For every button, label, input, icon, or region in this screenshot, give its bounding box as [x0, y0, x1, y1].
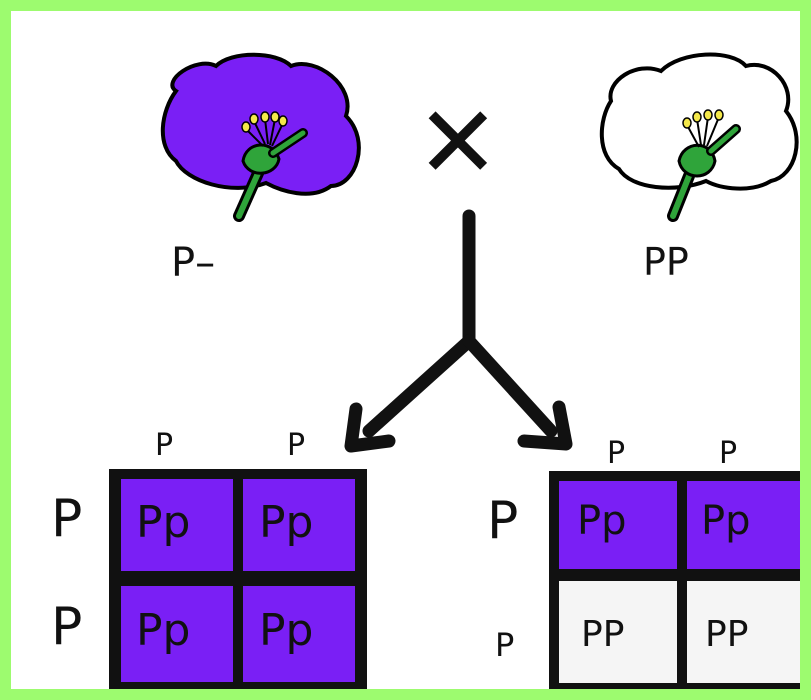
left-top-allele-2: P [287, 428, 306, 463]
cell-left-1 [121, 479, 233, 571]
right-side-allele-2: P [495, 626, 515, 664]
left-cell-3-genotype: Pp [136, 605, 191, 656]
right-parent-genotype: PP [643, 240, 689, 284]
left-cell-4-genotype: Pp [259, 605, 314, 656]
branch-arrow [344, 209, 573, 453]
left-parent-genotype: P– [171, 240, 216, 286]
punnett-square-left [109, 469, 367, 689]
cell-right-4 [687, 581, 800, 683]
right-top-allele-1: P [607, 436, 626, 471]
right-cell-3-genotype: PP [581, 614, 625, 655]
punnett-square-right [549, 471, 800, 689]
left-cell-2-genotype: Pp [259, 497, 314, 548]
cross-symbol: ✕ [416, 84, 500, 201]
right-side-allele-1: P [487, 491, 519, 551]
left-top-allele-1: P [155, 428, 174, 463]
diagram-artwork [109, 52, 800, 689]
left-side-allele-1: P [51, 489, 83, 549]
right-cell-2-genotype: Pp [701, 498, 751, 544]
cell-left-2 [243, 479, 355, 571]
cell-left-4 [243, 586, 355, 682]
right-cell-4-genotype: PP [705, 614, 749, 655]
cell-left-3 [121, 586, 233, 682]
cell-right-1 [559, 481, 677, 569]
right-cell-1-genotype: Pp [577, 498, 627, 544]
cell-right-3 [559, 581, 677, 683]
purple-flower-icon [160, 52, 361, 222]
white-flower-icon [599, 52, 799, 222]
cell-right-2 [687, 481, 800, 569]
left-side-allele-2: P [51, 597, 83, 657]
left-cell-1-genotype: Pp [136, 497, 191, 548]
right-top-allele-2: P [719, 436, 738, 471]
